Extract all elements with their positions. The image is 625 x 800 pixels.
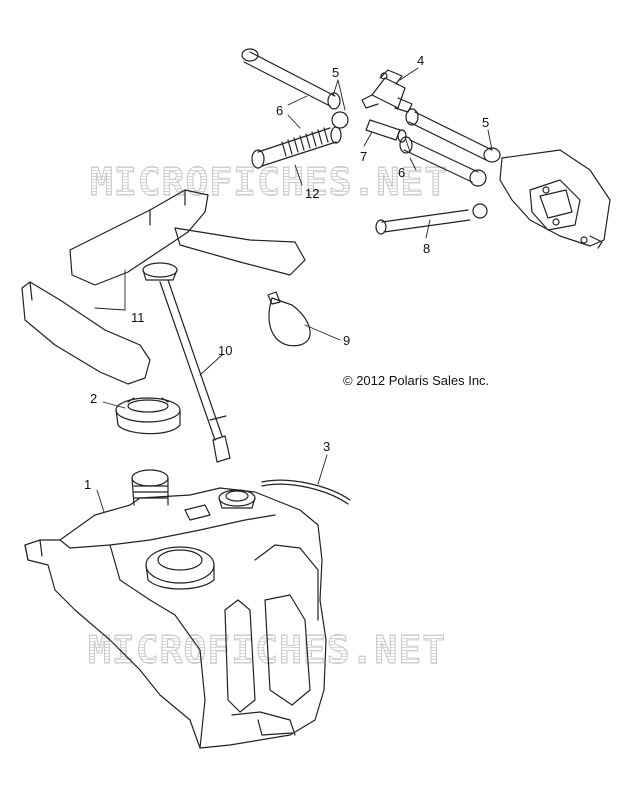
small-fitting [365, 119, 407, 143]
hose-clamp [267, 291, 311, 347]
vent-line [261, 479, 351, 505]
callout-7: 7 [360, 149, 368, 164]
fuel-fitting [361, 69, 413, 113]
ribbed-hose [251, 126, 342, 169]
callout-11: 11 [131, 310, 145, 325]
callout-5b: 5 [482, 115, 490, 130]
fuel-tank [24, 469, 327, 749]
hose-8 [375, 203, 488, 235]
callout-3: 3 [323, 439, 331, 454]
rubber-pad-lower [21, 281, 151, 385]
callout-6b: 6 [398, 165, 406, 180]
hose-lower [399, 108, 501, 187]
callout-8: 8 [423, 241, 431, 256]
rubber-pad-upper [69, 189, 306, 286]
callout-10: 10 [218, 343, 233, 358]
callout-6a: 6 [276, 103, 284, 118]
callout-1: 1 [84, 477, 92, 492]
callout-12: 12 [305, 186, 320, 201]
copyright-notice: © 2012 Polaris Sales Inc. [343, 373, 490, 388]
leader-lines [94, 67, 493, 513]
vent-valve [499, 149, 611, 249]
callout-4: 4 [417, 53, 425, 68]
fuel-sender [142, 262, 231, 463]
fuel-cap [115, 397, 181, 435]
callout-2: 2 [90, 391, 98, 406]
watermark-top: MICROFICHES.NET [89, 160, 449, 205]
callout-9: 9 [343, 333, 351, 348]
hose-upper [241, 48, 349, 129]
callout-5a: 5 [332, 65, 340, 80]
